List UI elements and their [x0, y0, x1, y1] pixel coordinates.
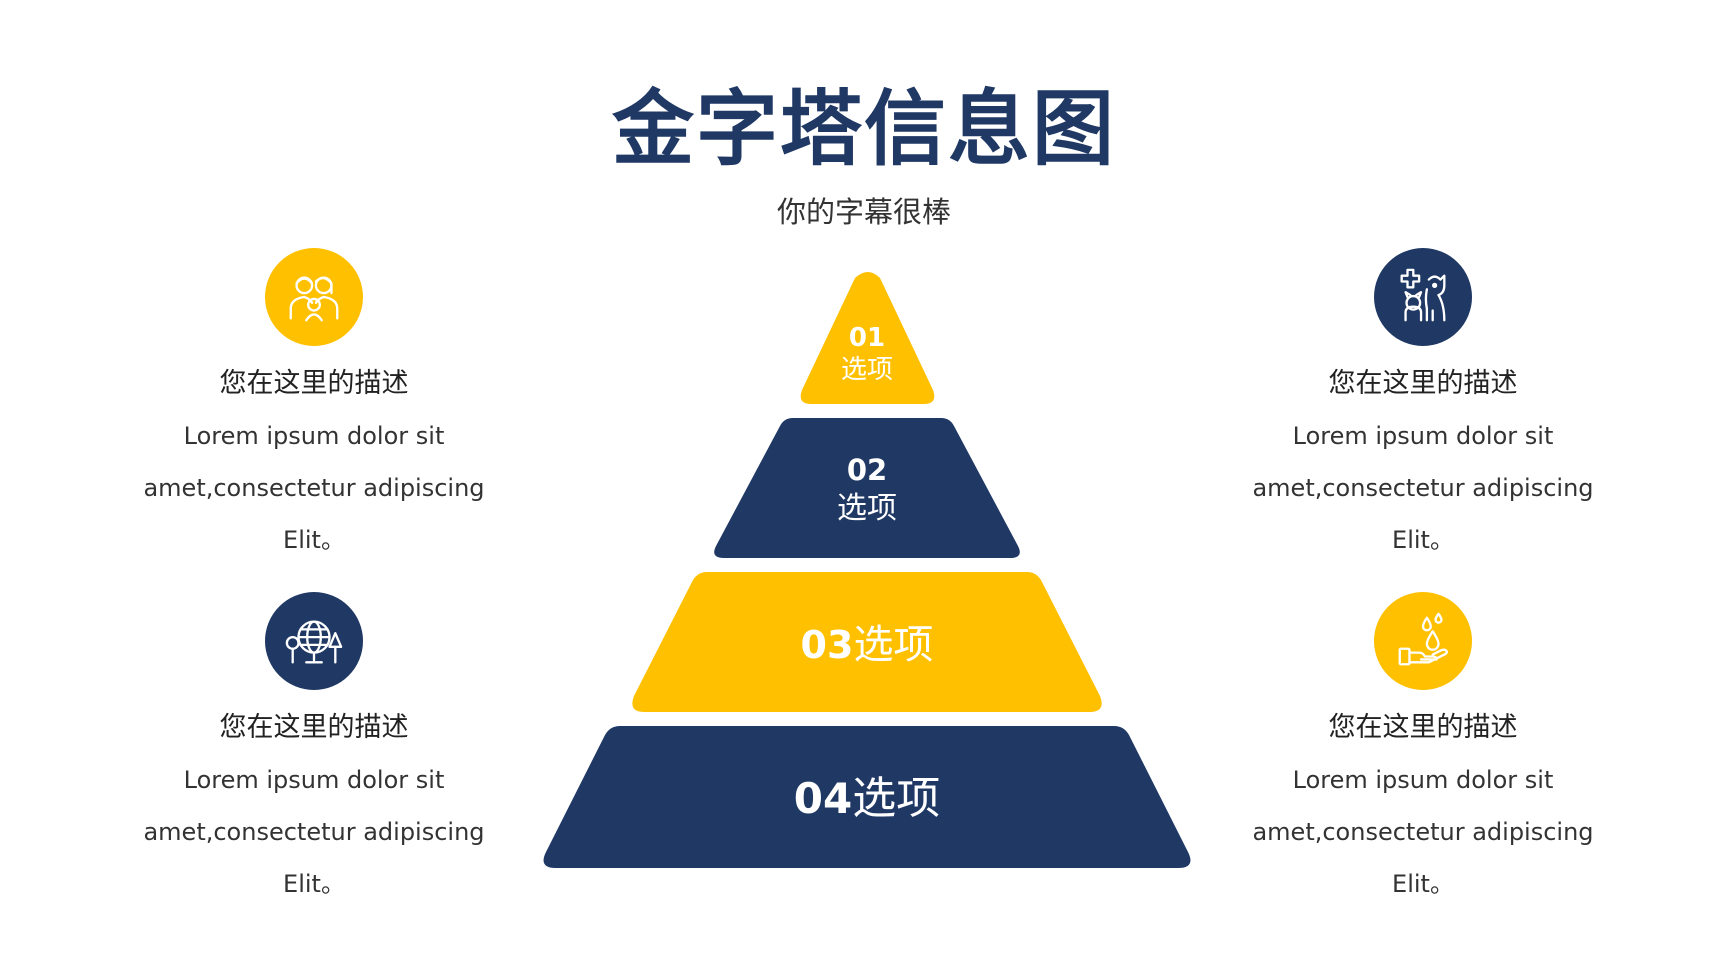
pyramid-level-2[interactable]: 02 选项 — [714, 418, 1020, 558]
description-item-top-right: 您在这里的描述 Lorem ipsum dolor sit amet,conse… — [1243, 248, 1603, 566]
description-title: 您在这里的描述 — [219, 368, 409, 399]
pyramid-level-4[interactable]: 04选项 — [543, 726, 1191, 868]
level-2-label: 选项 — [837, 491, 897, 526]
pet-care-icon — [1374, 248, 1472, 346]
description-title: 您在这里的描述 — [219, 712, 409, 743]
page-subtitle: 你的字幕很棒 — [776, 195, 951, 229]
globe-tree-icon — [265, 592, 363, 690]
svg-text:04选项: 04选项 — [794, 773, 940, 824]
description-item-bottom-left: 您在这里的描述 Lorem ipsum dolor sit amet,conse… — [134, 592, 494, 910]
level-3-number: 03 — [801, 623, 854, 667]
description-body: Lorem ipsum dolor sit amet,consectetur a… — [143, 766, 485, 898]
description-title: 您在这里的描述 — [1328, 368, 1518, 399]
family-icon — [265, 248, 363, 346]
svg-text:03选项: 03选项 — [801, 622, 934, 668]
description-body: Lorem ipsum dolor sit amet,consectetur a… — [143, 422, 485, 554]
pyramid-level-3[interactable]: 03选项 — [632, 572, 1102, 712]
level-4-number: 04 — [794, 774, 852, 823]
page-title: 金字塔信息图 — [611, 82, 1116, 177]
level-4-label: 选项 — [852, 773, 940, 824]
hand-water-icon — [1374, 592, 1472, 690]
level-1-label: 选项 — [841, 355, 893, 385]
level-3-label: 选项 — [853, 622, 933, 668]
description-title: 您在这里的描述 — [1328, 712, 1518, 743]
level-2-number: 02 — [847, 453, 887, 487]
pyramid-level-1[interactable]: 01 选项 — [800, 272, 935, 404]
level-1-number: 01 — [849, 323, 885, 353]
description-body: Lorem ipsum dolor sit amet,consectetur a… — [1252, 766, 1594, 898]
description-body: Lorem ipsum dolor sit amet,consectetur a… — [1252, 422, 1594, 554]
description-item-top-left: 您在这里的描述 Lorem ipsum dolor sit amet,conse… — [134, 248, 494, 566]
description-item-bottom-right: 您在这里的描述 Lorem ipsum dolor sit amet,conse… — [1243, 592, 1603, 910]
